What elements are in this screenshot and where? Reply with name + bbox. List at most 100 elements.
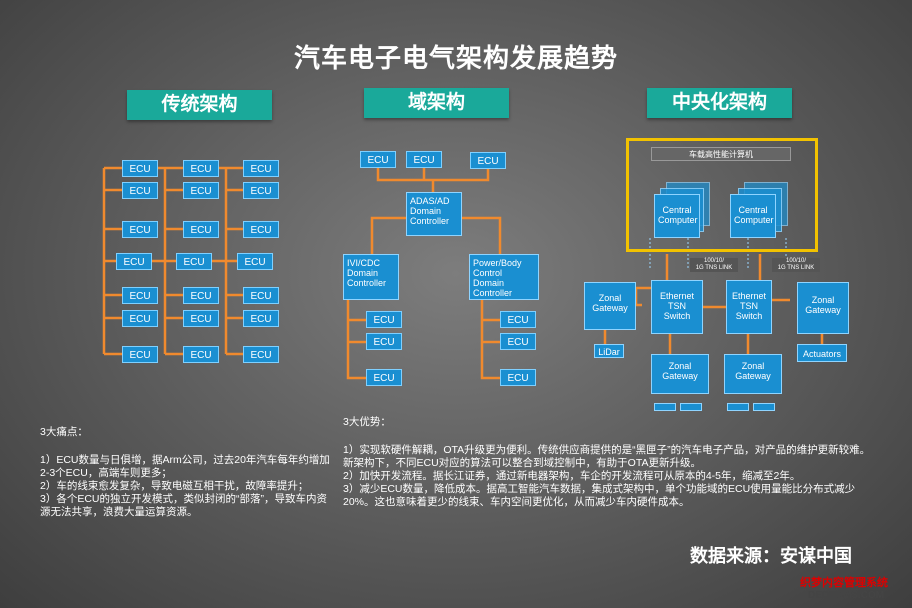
ecu-box: ECU [116,253,152,270]
link-line: 100/10/ [703,258,725,264]
ecu-box: ECU [176,253,212,270]
sensor-box [680,403,702,411]
zonal-gateway-bottom-2: Zonal Gateway [724,354,782,394]
adas-line: Controller [410,216,450,226]
hpc-frame [626,138,818,252]
ecu-box: ECU [500,311,536,328]
advantages-heading: 3大优势： [343,416,391,428]
central-computer-line: Central [662,205,692,215]
ecu-box: ECU [243,160,279,177]
zonal-line: Gateway [662,371,698,381]
central-computer-line: Computer [734,215,774,225]
advantage-item: 3）减少ECU数量，降低成本。据高工智能汽车数据，集成式架构中，单个功能域的EC… [343,483,856,508]
ecu-box: ECU [243,287,279,304]
advantage-item: 1）实现软硬件解耦，OTA升级更为便利。传统供应商提供的是“黑匣子”的汽车电子产… [343,444,871,469]
zonal-line: Zonal [811,295,835,305]
zonal-line: Zonal [598,293,622,303]
header-traditional: 传统架构 [127,90,272,120]
ecu-box: ECU [470,152,506,169]
ecu-box: ECU [122,182,158,199]
ecu-box: ECU [243,346,279,363]
pain-points-heading: 3大痛点： [40,426,88,438]
ecu-box: ECU [243,221,279,238]
watermark-line1: 织梦内容管理系统 [800,577,888,589]
ecu-box: ECU [366,333,402,350]
watermark-line2: DEDECMS.COM [808,590,885,601]
ecu-box: ECU [243,182,279,199]
ethernet-line: Ethernet [731,291,767,301]
zonal-gateway-bottom-1: Zonal Gateway [651,354,709,394]
ivi-line: IVI/CDC [347,258,381,268]
adas-domain-controller: ADAS/AD Domain Controller [406,192,462,236]
power-line: Control [473,268,503,278]
ecu-box: ECU [122,221,158,238]
link-line: 100/10/ [785,258,807,264]
ethernet-tsn-switch-2: Ethernet TSN Switch [726,280,772,334]
ivi-line: Controller [347,278,387,288]
hpc-label: 车载高性能计算机 [651,147,791,161]
ecu-box: ECU [122,287,158,304]
ethernet-line: TSN [668,301,686,311]
sensor-box [727,403,749,411]
ecu-box: ECU [122,310,158,327]
ecu-box: ECU [122,160,158,177]
link-line: 1G TNS LINK [695,265,733,271]
adas-line: Domain [410,206,442,216]
ecu-box: ECU [500,369,536,386]
zonal-gateway-left: Zonal Gateway [584,282,636,330]
ecu-box: ECU [366,369,402,386]
ethernet-line: Switch [663,311,691,321]
sensor-box [753,403,775,411]
ecu-box: ECU [183,346,219,363]
zonal-line: Gateway [805,305,841,315]
pain-point-item: 1）ECU数量与日俱增，据Arm公司，过去20年汽车每年约增加2-3个ECU，高… [40,454,330,479]
ecu-box: ECU [500,333,536,350]
zonal-line: Gateway [735,371,771,381]
adas-line: ADAS/AD [410,196,450,206]
central-computer-line: Central [738,205,768,215]
central-computer-2: Central Computer [730,194,776,238]
central-computer-1: Central Computer [654,194,700,238]
ethernet-line: Switch [735,311,763,321]
sensor-box [654,403,676,411]
ethernet-tsn-switch-1: Ethernet TSN Switch [651,280,703,334]
page-title: 汽车电子电气架构发展趋势 [293,43,618,73]
central-computer-line: Computer [658,215,698,225]
header-domain: 域架构 [364,88,509,118]
zonal-line: Gateway [592,303,628,313]
ecu-box: ECU [406,151,442,168]
ecu-box: ECU [183,310,219,327]
ecu-box: ECU [360,151,396,168]
zonal-line: Zonal [668,361,692,371]
ecu-box: ECU [183,182,219,199]
ecu-box: ECU [122,346,158,363]
pain-point-item: 3）各个ECU的独立开发模式，类似封闭的“部落”，导致车内资源无法共享，浪费大量… [40,493,328,518]
actuators-box: Actuators [797,344,847,362]
zonal-line: Zonal [741,361,765,371]
ecu-box: ECU [183,160,219,177]
power-body-domain-controller: Power/Body Control Domain Controller [469,254,539,300]
advantage-item: 2）加快开发流程。据长江证券，通过新电器架构，车企的开发流程可从原本的4-5年，… [343,470,801,482]
ecu-box: ECU [183,221,219,238]
ethernet-line: TSN [740,301,758,311]
ethernet-line: Ethernet [659,291,695,301]
data-source: 数据来源：安谋中国 [690,546,852,566]
power-line: Domain [473,278,505,288]
lidar-box: LiDar [594,344,624,358]
link-label-2: 100/10/ 1G TNS LINK [772,258,820,272]
advantages: 3大优势： 1）实现软硬件解耦，OTA升级更为便利。传统供应商提供的是“黑匣子”… [343,416,873,509]
pain-points: 3大痛点： 1）ECU数量与日俱增，据Arm公司，过去20年汽车每年约增加2-3… [40,426,330,519]
zonal-gateway-right: Zonal Gateway [797,282,849,334]
power-line: Power/Body [473,258,522,268]
link-line: 1G TNS LINK [777,265,815,271]
ecu-box: ECU [183,287,219,304]
ivi-domain-controller: IVI/CDC Domain Controller [343,254,399,300]
ivi-line: Domain [347,268,379,278]
power-line: Controller [473,288,513,298]
pain-point-item: 2）车的线束愈发复杂，导致电磁互相干扰，故障率提升； [40,480,309,492]
ecu-box: ECU [237,253,273,270]
ecu-box: ECU [366,311,402,328]
header-central: 中央化架构 [647,88,792,118]
ecu-box: ECU [243,310,279,327]
